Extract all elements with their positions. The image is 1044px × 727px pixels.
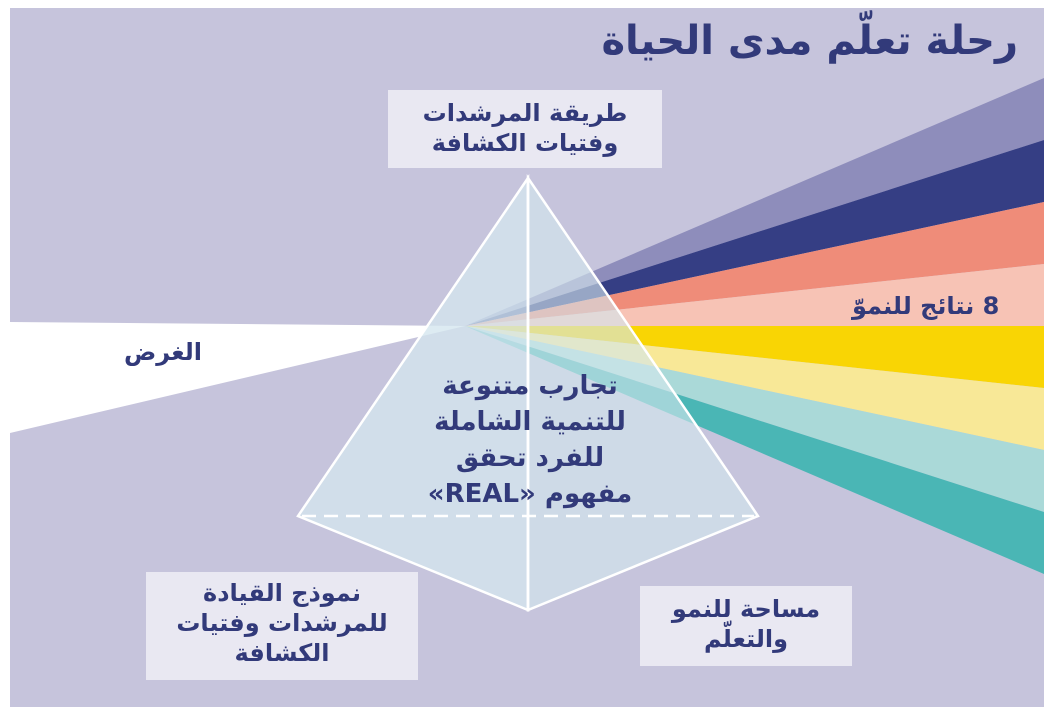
center-text-line-4: مفهوم «REAL» — [427, 479, 633, 509]
bottom-left-label-line-1: نموذج القيادة — [203, 579, 361, 607]
center-text: تجارب متنوعة للتنمية الشاملة للفرد تحقق … — [390, 368, 670, 512]
bottom-left-label-line-2: للمرشدات وفتيات — [176, 609, 388, 637]
diagram-canvas: رحلة تعلّم مدى الحياة طريقة المرشدات وفت… — [10, 8, 1044, 707]
bottom-left-label-box: نموذج القيادة للمرشدات وفتيات الكشافة — [146, 572, 418, 680]
output-label: 8 نتائج للنموّ — [852, 292, 1000, 320]
page-title: رحلة تعلّم مدى الحياة — [601, 18, 1018, 64]
output-ray-3 — [465, 202, 1044, 326]
center-text-line-1: تجارب متنوعة — [442, 371, 618, 401]
bottom-right-label-line-1: مساحة للنمو — [671, 595, 821, 623]
input-label: الغرض — [124, 338, 202, 366]
bottom-left-label-line-3: الكشافة — [234, 639, 330, 667]
top-label-line-1: طريقة المرشدات — [422, 99, 628, 127]
center-text-line-2: للتنمية الشاملة — [434, 407, 626, 437]
top-label-line-2: وفتيات الكشافة — [431, 129, 619, 157]
output-ray-1 — [465, 78, 1044, 326]
prism-diagram — [10, 78, 1044, 612]
bottom-right-label-box: مساحة للنمو والتعلّم — [640, 586, 852, 666]
input-beam — [10, 322, 465, 433]
output-ray-2 — [465, 140, 1044, 326]
center-text-line-3: للفرد تحقق — [455, 443, 605, 473]
bottom-right-label-line-2: والتعلّم — [703, 625, 789, 653]
top-label-box: طريقة المرشدات وفتيات الكشافة — [388, 90, 662, 168]
